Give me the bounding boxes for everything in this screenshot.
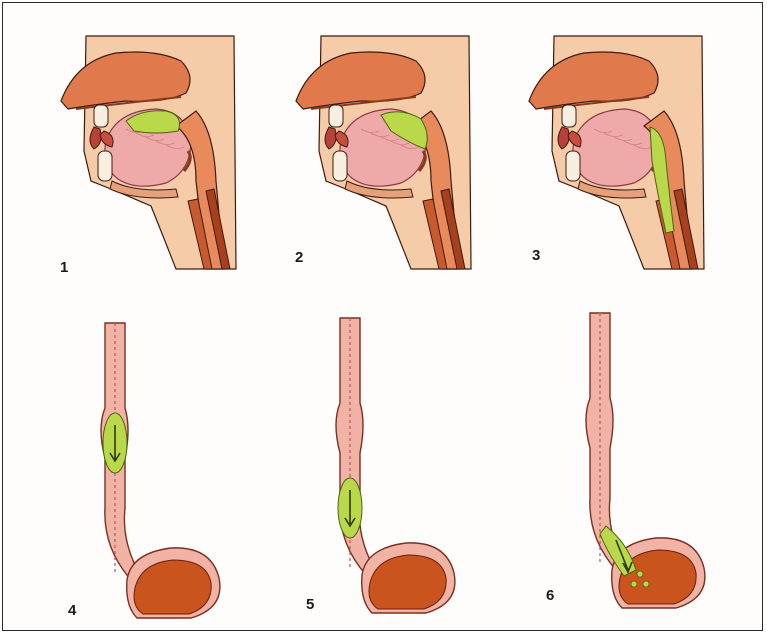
food-droplet: [631, 581, 637, 587]
lower-tooth: [98, 151, 112, 181]
panel-number-5: 5: [306, 596, 314, 613]
upper-tooth: [562, 105, 576, 127]
food-droplet: [643, 581, 649, 587]
head-panel-2: [291, 31, 476, 271]
food-droplet: [637, 571, 643, 577]
head-panel-3: [524, 31, 709, 271]
esophagus-panel-5: [326, 313, 476, 618]
esophagus-panel-6: [576, 308, 726, 613]
lower-tooth: [333, 151, 347, 181]
esophagus-wall: [336, 318, 378, 575]
panel-number-1: 1: [60, 259, 68, 276]
panel-number-6: 6: [546, 587, 554, 604]
head-panel-1: [56, 31, 241, 271]
upper-tooth: [94, 105, 108, 127]
upper-tooth: [329, 105, 343, 127]
esophagus-panel-4: [91, 318, 241, 623]
panel-number-3: 3: [532, 247, 540, 264]
lower-tooth: [566, 151, 580, 181]
panel-number-4: 4: [68, 602, 76, 619]
panel-number-2: 2: [295, 249, 303, 266]
